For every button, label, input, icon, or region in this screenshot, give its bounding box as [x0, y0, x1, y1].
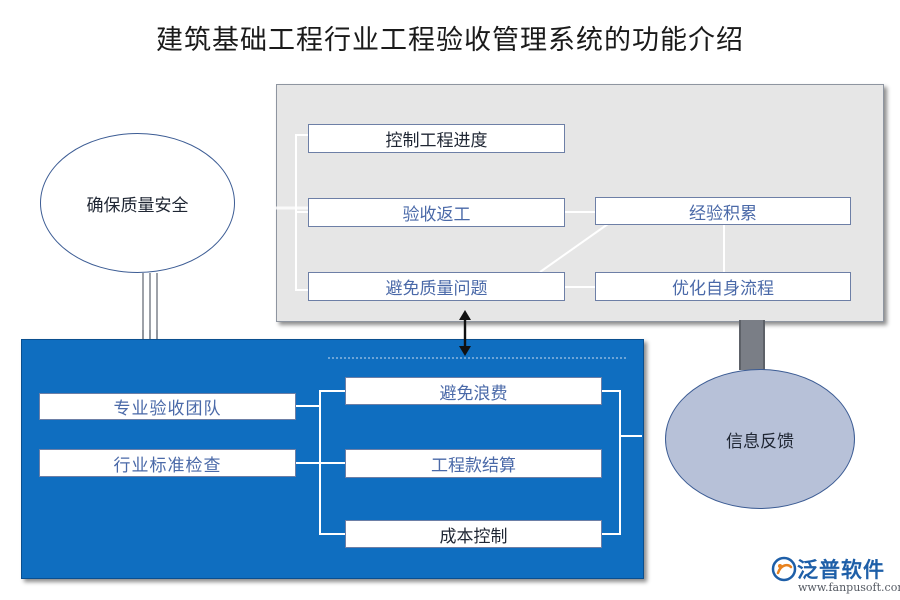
- oval-stem-lines: [142, 273, 158, 339]
- box-control-progress: 控制工程进度: [308, 124, 565, 153]
- oval-info-feedback: 信息反馈: [665, 369, 855, 509]
- box-experience: 经验积累: [595, 197, 851, 225]
- logo-icon: [771, 556, 797, 582]
- box-optimize-process: 优化自身流程: [595, 272, 851, 301]
- box-payment-settlement: 工程款结算: [345, 449, 602, 478]
- logo-url: www.fanpusoft.com: [798, 581, 900, 594]
- feedback-stem: [739, 320, 765, 370]
- logo-name: 泛普软件: [797, 558, 885, 582]
- box-industry-standard: 行业标准检查: [39, 449, 296, 477]
- box-professional-team: 专业验收团队: [39, 393, 296, 420]
- oval-quality-safety: 确保质量安全: [40, 133, 235, 273]
- box-cost-control: 成本控制: [345, 520, 602, 548]
- box-avoid-waste: 避免浪费: [345, 377, 602, 405]
- box-avoid-quality-issues: 避免质量问题: [308, 272, 565, 301]
- box-rework: 验收返工: [308, 198, 565, 227]
- page-title: 建筑基础工程行业工程验收管理系统的功能介绍: [156, 25, 744, 56]
